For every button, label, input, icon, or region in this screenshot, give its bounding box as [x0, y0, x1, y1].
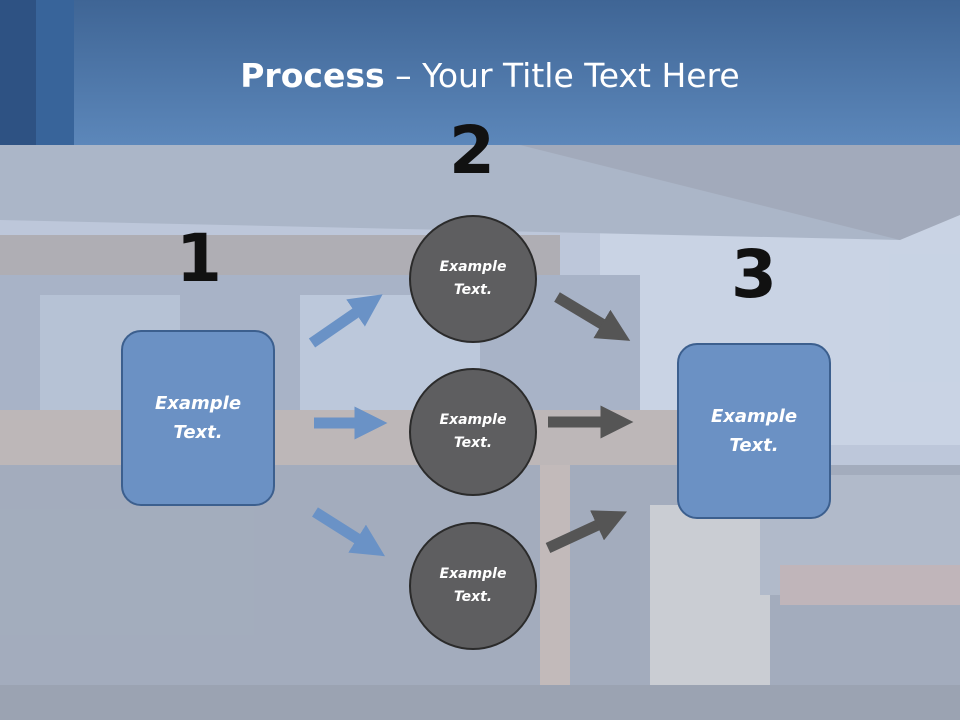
title-band	[0, 0, 960, 145]
left-box-line1: Example	[154, 393, 242, 414]
arrow-from-circle-1	[554, 292, 631, 341]
right-box-line2: Text.	[729, 435, 779, 456]
circle-2-line1: Example	[439, 412, 507, 428]
left-process-box[interactable]: Example Text.	[121, 330, 275, 506]
left-box-line2: Text.	[173, 422, 223, 443]
right-process-box[interactable]: Example Text.	[677, 343, 831, 519]
title-bold: Process	[240, 56, 385, 95]
arrow-from-circle-3	[545, 510, 627, 553]
step-number-3: 3	[731, 236, 777, 313]
circle-1-line1: Example	[439, 259, 507, 275]
step-number-1: 1	[176, 220, 222, 297]
circle-2-line2: Text.	[453, 435, 493, 451]
header-accent-strip-light	[36, 0, 74, 145]
arrow-to-circle-1	[308, 294, 383, 348]
process-circle-2[interactable]: Example Text.	[409, 368, 537, 496]
title-rest: – Your Title Text Here	[384, 56, 740, 95]
right-box-line1: Example	[710, 406, 798, 427]
slide-title: Process – Your Title Text Here	[0, 56, 960, 95]
arrow-to-circle-3	[312, 507, 386, 557]
circle-3-line1: Example	[439, 566, 507, 582]
circle-1-line2: Text.	[453, 282, 493, 298]
header-accent-strip	[0, 0, 36, 145]
step-number-2: 2	[449, 112, 495, 189]
process-circle-1[interactable]: Example Text.	[409, 215, 537, 343]
circle-3-line2: Text.	[453, 589, 493, 605]
process-circle-3[interactable]: Example Text.	[409, 522, 537, 650]
